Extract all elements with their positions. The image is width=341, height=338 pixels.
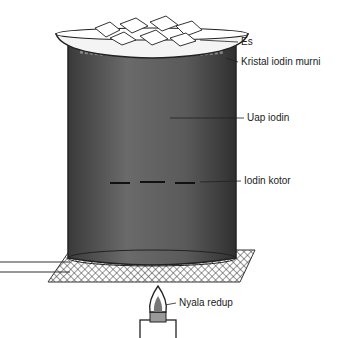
burner-wick bbox=[150, 312, 166, 322]
impure-iodine bbox=[110, 182, 195, 183]
burner bbox=[140, 320, 176, 338]
leader-lines bbox=[165, 40, 244, 305]
beaker bbox=[68, 42, 236, 265]
flame bbox=[150, 286, 167, 312]
part-label: Uap iodin bbox=[247, 112, 289, 124]
tripod-rod bbox=[0, 261, 70, 262]
part-label: Es bbox=[241, 36, 253, 48]
ice-cubes bbox=[95, 16, 202, 46]
part-label: Iodin kotor bbox=[244, 175, 291, 187]
part-label: Kristal iodin murni bbox=[241, 56, 320, 68]
flame-core bbox=[154, 296, 162, 312]
part-label: Nyala redup bbox=[179, 297, 233, 309]
beaker-bottom bbox=[68, 250, 236, 266]
